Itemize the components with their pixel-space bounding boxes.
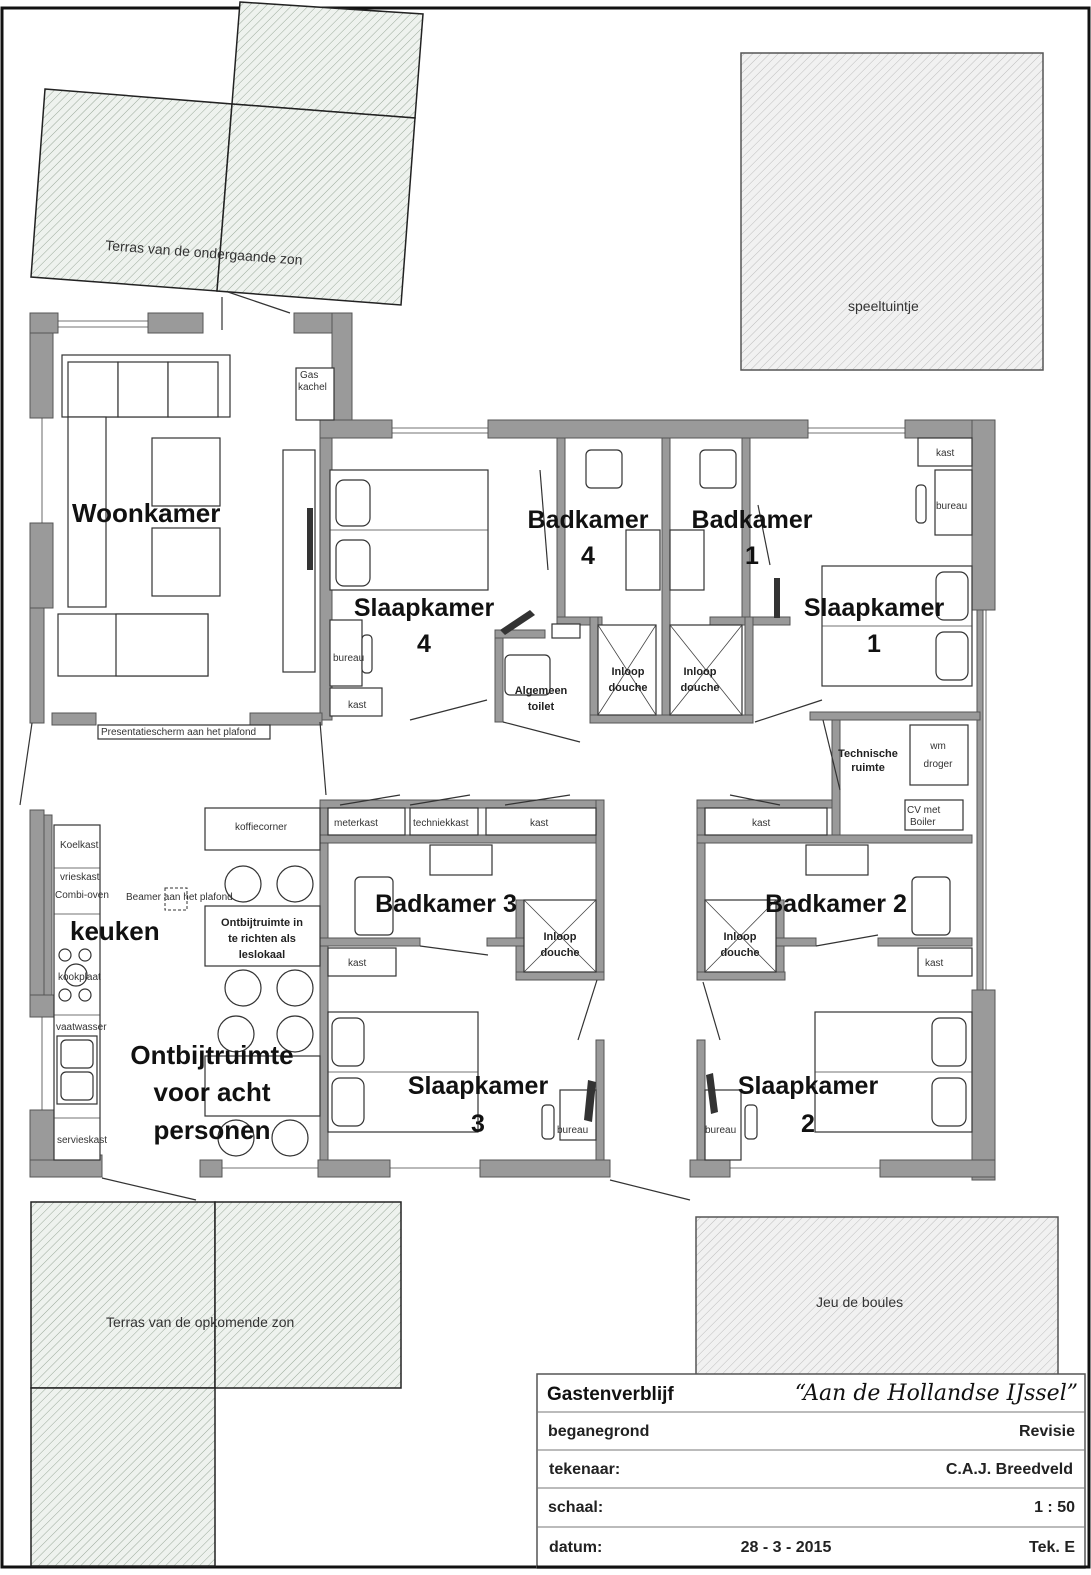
fixture-cv: CV met [907, 805, 941, 816]
room-ontbijt-les-3: leslokaal [239, 949, 285, 961]
room-badkamer-1-1: Badkamer [692, 506, 813, 534]
room-badkamer-2: Badkamer 2 [765, 890, 907, 918]
room-slaapkamer-3-1: Slaapkamer [408, 1072, 549, 1100]
fixture-kookplaat: kookplaat [58, 972, 101, 983]
title-block-row-1-label: beganegrond [548, 1423, 649, 1440]
room-slaapkamer-3-2: 3 [471, 1110, 485, 1138]
fixture-meterkast: meterkast [334, 818, 378, 829]
fixture-bureau-3: bureau [557, 1125, 588, 1136]
bedroom-4-furniture [329, 469, 535, 717]
fixture-bureau-2: bureau [705, 1125, 736, 1136]
title-block-row-2-label: tekenaar: [549, 1461, 620, 1478]
room-badkamer-3: Badkamer 3 [375, 890, 517, 918]
room-woonkamer: Woonkamer [72, 498, 220, 528]
bathroom-4-1-fixtures [504, 449, 743, 716]
room-ontbijt-3: personen [153, 1115, 270, 1145]
fixture-kast-2b: kast [925, 958, 944, 969]
fixture-techniekkast: techniekkast [413, 818, 469, 829]
bedroom-1-furniture [774, 437, 973, 687]
title-block-row-3-label: schaal: [548, 1499, 603, 1516]
fixture-vrieskast: vrieskast [60, 872, 100, 883]
room-ontbijt-2: voor acht [153, 1077, 270, 1107]
room-technisch-2: ruimte [851, 762, 885, 774]
room-toilet-2: toilet [528, 701, 555, 713]
room-slaapkamer-2-2: 2 [801, 1110, 815, 1138]
room-badkamer-1-2: 1 [745, 542, 759, 570]
fixture-droger: droger [924, 759, 954, 770]
title-block-row-1-value: Revisie [1019, 1423, 1075, 1440]
fixture-gaskachel-2: kachel [298, 382, 327, 393]
room-slaapkamer-1-1: Slaapkamer [804, 594, 945, 622]
block-3-fixtures [327, 807, 597, 1141]
fixture-combioven: Combi-oven [55, 890, 109, 901]
fixture-boiler: Boiler [910, 817, 936, 828]
fixture-bureau-4: bureau [333, 653, 364, 664]
fixture-inloopdouche-3b: douche [540, 947, 579, 959]
room-technisch-1: Technische [838, 748, 898, 760]
fixture-kast-3a: kast [530, 818, 549, 829]
room-slaapkamer-4-1: Slaapkamer [354, 594, 495, 622]
fixture-inloopdouche-4b: douche [608, 682, 647, 694]
fixture-inloopdouche-2b: douche [720, 947, 759, 959]
title-block-row-2-value: C.A.J. Breedveld [946, 1461, 1073, 1478]
terrace-east-label: Terras van de opkomende zon [106, 1314, 294, 1330]
fixture-inloopdouche-1a: Inloop [684, 666, 717, 678]
windows [41, 320, 987, 1169]
room-toilet-1: Algemeen [515, 685, 568, 697]
doors [19, 291, 879, 1201]
fixture-bureau-1: bureau [936, 501, 967, 512]
room-ontbijt-1: Ontbijtruimte [130, 1040, 293, 1070]
fixture-koffiecorner: koffiecorner [235, 822, 288, 833]
room-badkamer-4-1: Badkamer [528, 506, 649, 534]
fixture-inloopdouche-3a: Inloop [544, 931, 577, 943]
fixture-vaatwasser: vaatwasser [56, 1022, 107, 1033]
block-2-fixtures [704, 807, 973, 1161]
technical-room-fixtures [904, 724, 969, 831]
fixture-kast-2a: kast [752, 818, 771, 829]
terrace-west: Terras van de ondergaande zon [30, 1, 424, 306]
room-ontbijt-les-1: Ontbijtruimte in [221, 917, 303, 929]
room-ontbijt-les-2: te richten als [228, 933, 296, 945]
kitchen-units [53, 824, 101, 1161]
room-slaapkamer-2-1: Slaapkamer [738, 1072, 879, 1100]
playground-label: speeltuintje [848, 298, 919, 314]
fixture-kast-4: kast [348, 700, 367, 711]
fixture-inloopdouche-1b: douche [680, 682, 719, 694]
fixture-kast-1: kast [936, 448, 955, 459]
fixture-presentatiescherm: Presentatiescherm aan het plafond [101, 727, 256, 738]
fixture-wm: wm [929, 741, 946, 752]
breakfast-furniture [164, 807, 321, 1157]
room-slaapkamer-4-2: 4 [417, 630, 431, 658]
room-slaapkamer-1-2: 1 [867, 630, 881, 658]
fixture-inloopdouche-2a: Inloop [724, 931, 757, 943]
fixture-servieskast: servieskast [57, 1135, 107, 1146]
title-block-row-4-value: Tek. E [1029, 1539, 1075, 1556]
fixture-koelkast: Koelkast [60, 840, 99, 851]
title-block-row-4-middle: 28 - 3 - 2015 [741, 1539, 832, 1556]
fixture-beamer: Beamer aan het plafond [126, 892, 233, 903]
presentation-screen [97, 724, 271, 740]
walls [29, 312, 996, 1181]
fixture-inloopdouche-4a: Inloop [612, 666, 645, 678]
petanque-label: Jeu de boules [816, 1294, 903, 1310]
playground: speeltuintje [740, 52, 1044, 371]
room-keuken: keuken [70, 916, 160, 946]
fixture-gaskachel-1: Gas [300, 370, 318, 381]
title-block [536, 1373, 1089, 1569]
title-block-row-4-label: datum: [549, 1539, 602, 1556]
fixture-kast-3b: kast [348, 958, 367, 969]
terrace-east: Terras van de opkomende zon [30, 1201, 402, 1567]
living-room-furniture [57, 354, 335, 677]
title-block-title: Gastenverblijf [547, 1384, 674, 1405]
title-block-subtitle: “Aan de Hollandse IJssel” [795, 1381, 1078, 1406]
title-block-row-3-value: 1 : 50 [1034, 1499, 1075, 1516]
room-badkamer-4-2: 4 [581, 542, 595, 570]
